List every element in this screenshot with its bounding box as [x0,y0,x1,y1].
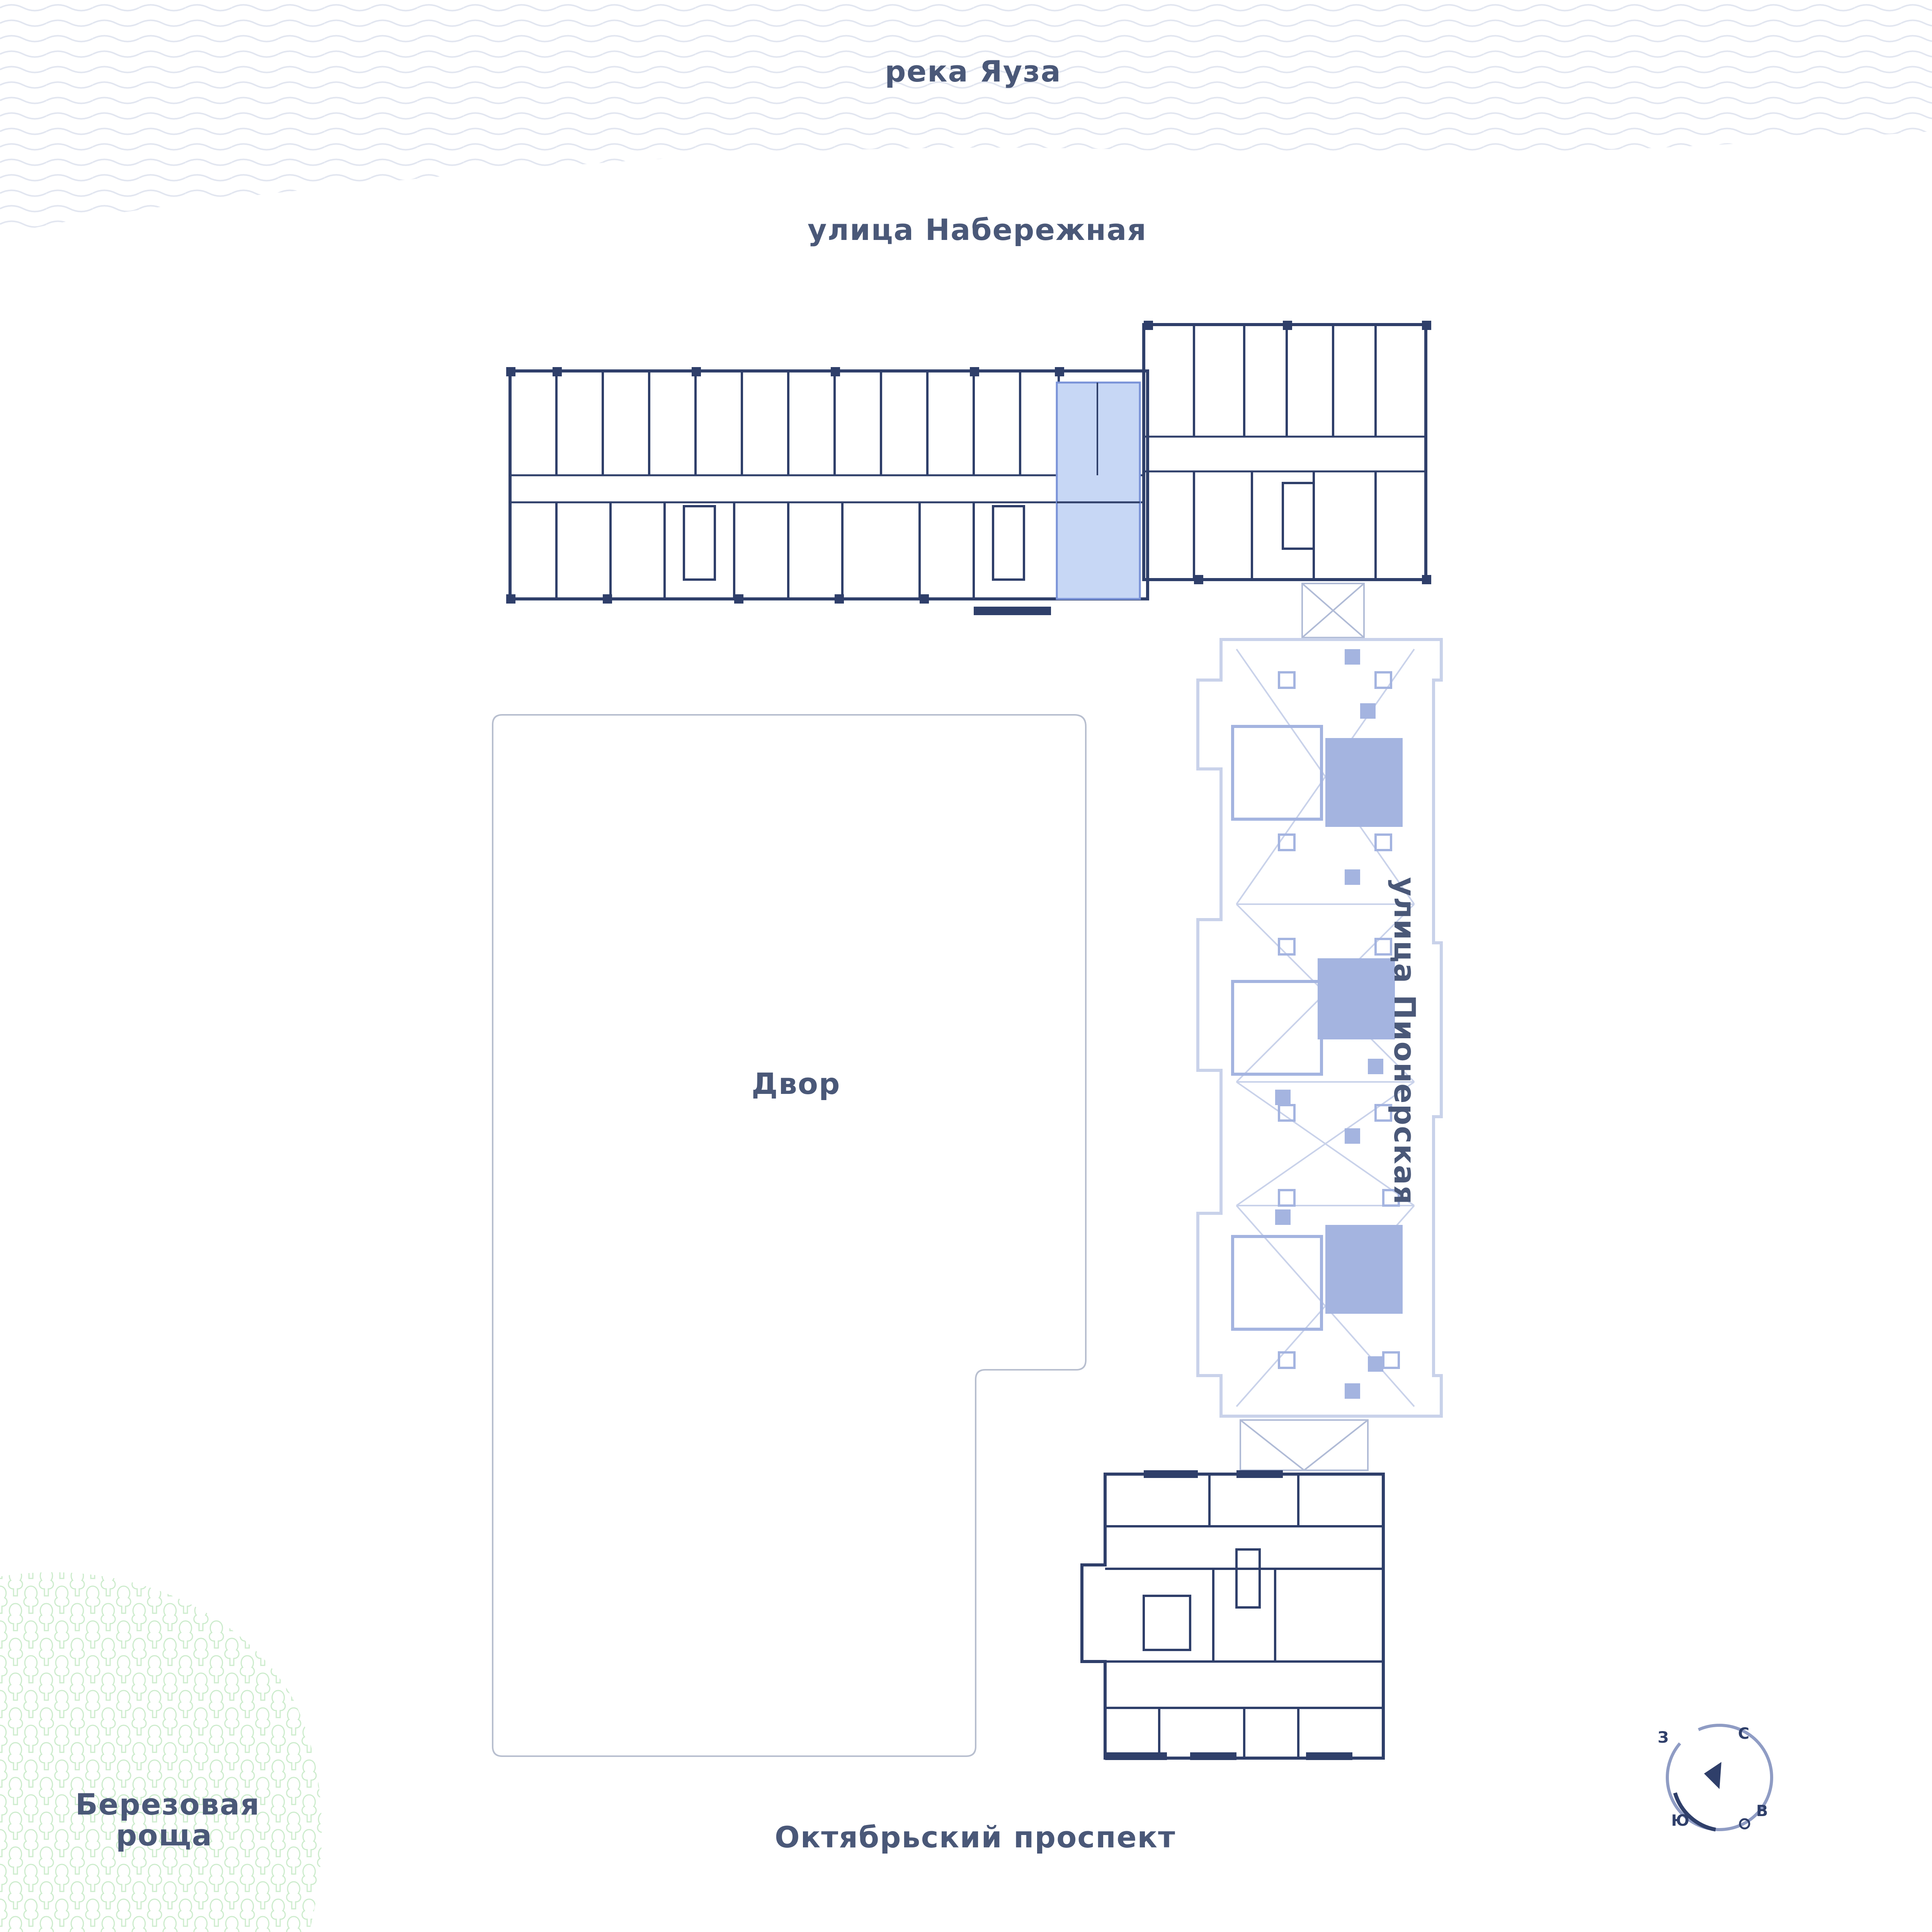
birch-grove-line1: Березовая [75,1787,260,1821]
connector-bottom [1240,1419,1369,1471]
river-water [0,0,1932,236]
sun-icon [1739,1818,1750,1830]
compass-east: В [1756,1802,1768,1820]
embankment-street-label: улица Набережная [808,213,1147,247]
birch-grove-label: Березовая роща [75,1789,259,1852]
yard-outline [492,714,1087,1757]
oktyabrsky-avenue-label: Октябрьский проспект [775,1820,1176,1854]
highlighted-apartment [1056,381,1141,600]
east-building-shafts [1278,671,1400,1369]
compass-arrow-icon [1704,1762,1721,1789]
pionerskaya-street-label: улица Пионерская [1388,877,1422,1205]
east-building-fills [1275,649,1403,1399]
birch-grove-line2: роща [116,1818,213,1852]
compass-west: З [1658,1729,1668,1747]
compass-south: Ю [1671,1812,1689,1830]
connector-top [1301,583,1365,638]
compass [1666,1724,1773,1832]
yard-label: Двор [752,1066,841,1101]
compass-north: С [1738,1725,1749,1743]
river-label: река Яуза [885,54,1061,88]
north-building [506,321,1431,615]
south-building [1080,1470,1385,1760]
